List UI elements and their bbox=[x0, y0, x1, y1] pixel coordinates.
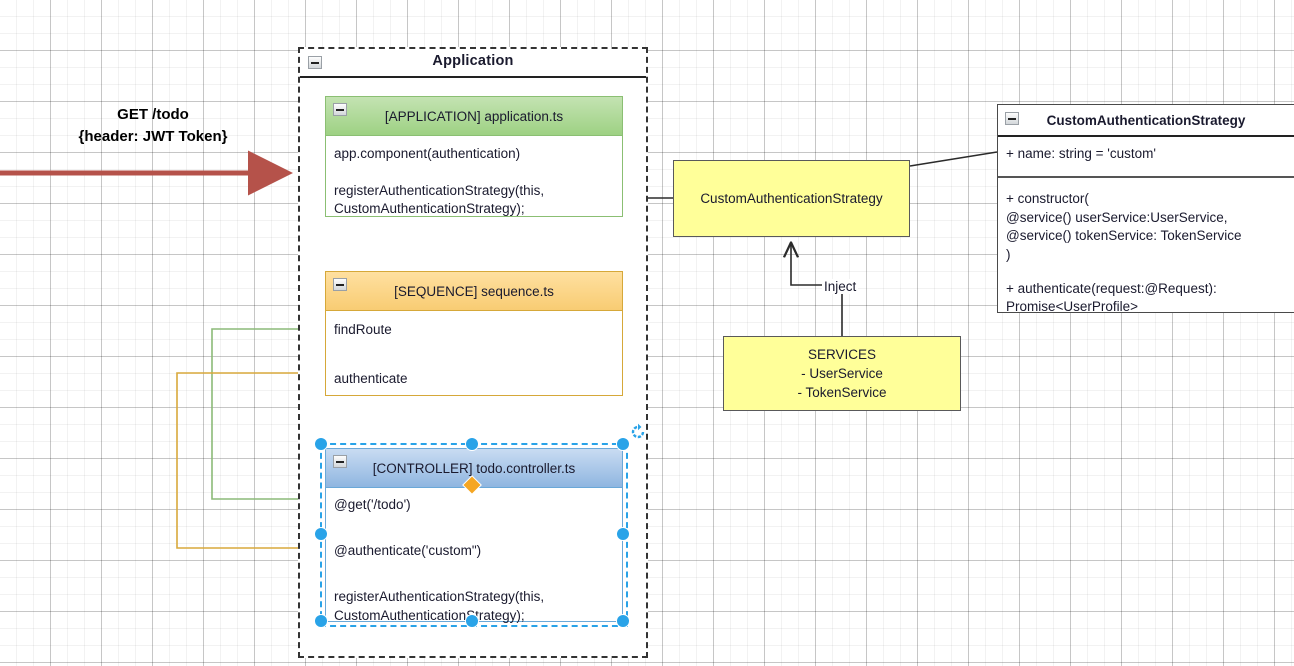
constructor-line-1: + constructor( bbox=[1006, 191, 1089, 206]
authenticate-line-2: Promise<UserProfile> bbox=[1006, 299, 1139, 315]
application-container-titlebar: Application bbox=[300, 49, 646, 78]
rotate-icon[interactable] bbox=[629, 423, 647, 441]
card-application-body: app.component(authentication) registerAu… bbox=[326, 136, 622, 218]
resize-handle-middle-right[interactable] bbox=[617, 528, 629, 540]
resize-handle-bottom-right[interactable] bbox=[617, 615, 629, 627]
authenticate-line-1: + authenticate(request:@Request): bbox=[1006, 280, 1217, 296]
constructor-line-4: ) bbox=[1006, 246, 1011, 262]
box-services[interactable]: SERVICES - UserService - TokenService bbox=[723, 336, 961, 411]
inject-label: Inject bbox=[822, 279, 859, 294]
card-application-header: [APPLICATION] application.ts bbox=[326, 97, 622, 136]
class-box-attributes: + name: string = 'custom' bbox=[998, 137, 1294, 178]
class-box-custom-authentication-strategy[interactable]: CustomAuthenticationStrategy + name: str… bbox=[997, 104, 1294, 314]
card-application-title: [APPLICATION] application.ts bbox=[384, 108, 564, 124]
box-custom-authentication-strategy[interactable]: CustomAuthenticationStrategy bbox=[673, 160, 910, 237]
resize-handle-bottom-center[interactable] bbox=[466, 615, 478, 627]
card-application-row-2-line-1: registerAuthenticationStrategy(this, bbox=[334, 183, 545, 199]
card-sequence-title: [SEQUENCE] sequence.ts bbox=[394, 283, 554, 299]
resize-handle-top-right[interactable] bbox=[617, 438, 629, 450]
resize-handle-bottom-left[interactable] bbox=[315, 615, 327, 627]
card-sequence[interactable]: [SEQUENCE] sequence.ts findRoute authent… bbox=[325, 271, 623, 396]
request-label-line2: {header: JWT Token} bbox=[78, 127, 228, 145]
card-application-row-2-line-2: CustomAuthenticationStrategy); bbox=[334, 201, 525, 217]
class-box-header: CustomAuthenticationStrategy bbox=[998, 105, 1294, 137]
request-label-line1: GET /todo bbox=[117, 106, 189, 123]
class-box-operations: + constructor( @service() userService:Us… bbox=[998, 178, 1294, 317]
class-box-title: CustomAuthenticationStrategy bbox=[1046, 112, 1246, 128]
class-box-operation-constructor: + constructor( @service() userService:Us… bbox=[1006, 190, 1294, 265]
collapse-icon[interactable] bbox=[333, 455, 347, 468]
card-controller-title: [CONTROLLER] todo.controller.ts bbox=[372, 460, 576, 476]
box-services-title: SERVICES bbox=[807, 346, 876, 362]
resize-handle-middle-left[interactable] bbox=[315, 528, 327, 540]
box-services-item-1: - UserService bbox=[801, 365, 883, 381]
class-box-operation-authenticate: + authenticate(request:@Request): Promis… bbox=[1006, 280, 1294, 317]
card-sequence-body: findRoute authenticate bbox=[326, 311, 622, 396]
resize-handle-top-left[interactable] bbox=[315, 438, 327, 450]
box-custom-authentication-strategy-label: CustomAuthenticationStrategy bbox=[700, 190, 883, 206]
collapse-icon[interactable] bbox=[308, 56, 322, 69]
card-controller-row-authenticate: @authenticate('custom") bbox=[334, 543, 482, 559]
card-sequence-row-authenticate: authenticate bbox=[334, 371, 408, 387]
request-label: GET /todo {header: JWT Token} bbox=[18, 104, 288, 148]
collapse-icon[interactable] bbox=[333, 103, 347, 116]
card-application[interactable]: [APPLICATION] application.ts app.compone… bbox=[325, 96, 623, 217]
card-controller-row-register-line-1: registerAuthenticationStrategy(this, bbox=[334, 589, 545, 605]
card-sequence-header: [SEQUENCE] sequence.ts bbox=[326, 272, 622, 311]
card-sequence-row-findroute: findRoute bbox=[334, 322, 392, 337]
resize-handle-top-center[interactable] bbox=[466, 438, 478, 450]
connector-strategy-to-classbox bbox=[909, 151, 998, 167]
card-application-row-1: app.component(authentication) bbox=[334, 146, 521, 161]
collapse-icon[interactable] bbox=[1005, 112, 1019, 125]
application-container-title: Application bbox=[432, 53, 514, 69]
box-services-item-2: - TokenService bbox=[797, 385, 887, 401]
card-controller-row-get: @get('/todo') bbox=[334, 497, 411, 512]
card-controller-body: @get('/todo') @authenticate('custom") re… bbox=[326, 488, 622, 623]
constructor-line-2: @service() userService:UserService, bbox=[1006, 209, 1228, 225]
card-controller[interactable]: [CONTROLLER] todo.controller.ts @get('/t… bbox=[325, 448, 623, 623]
class-box-attribute-1: + name: string = 'custom' bbox=[1006, 146, 1156, 161]
constructor-line-3: @service() tokenService: TokenService bbox=[1006, 228, 1242, 244]
collapse-icon[interactable] bbox=[333, 278, 347, 291]
